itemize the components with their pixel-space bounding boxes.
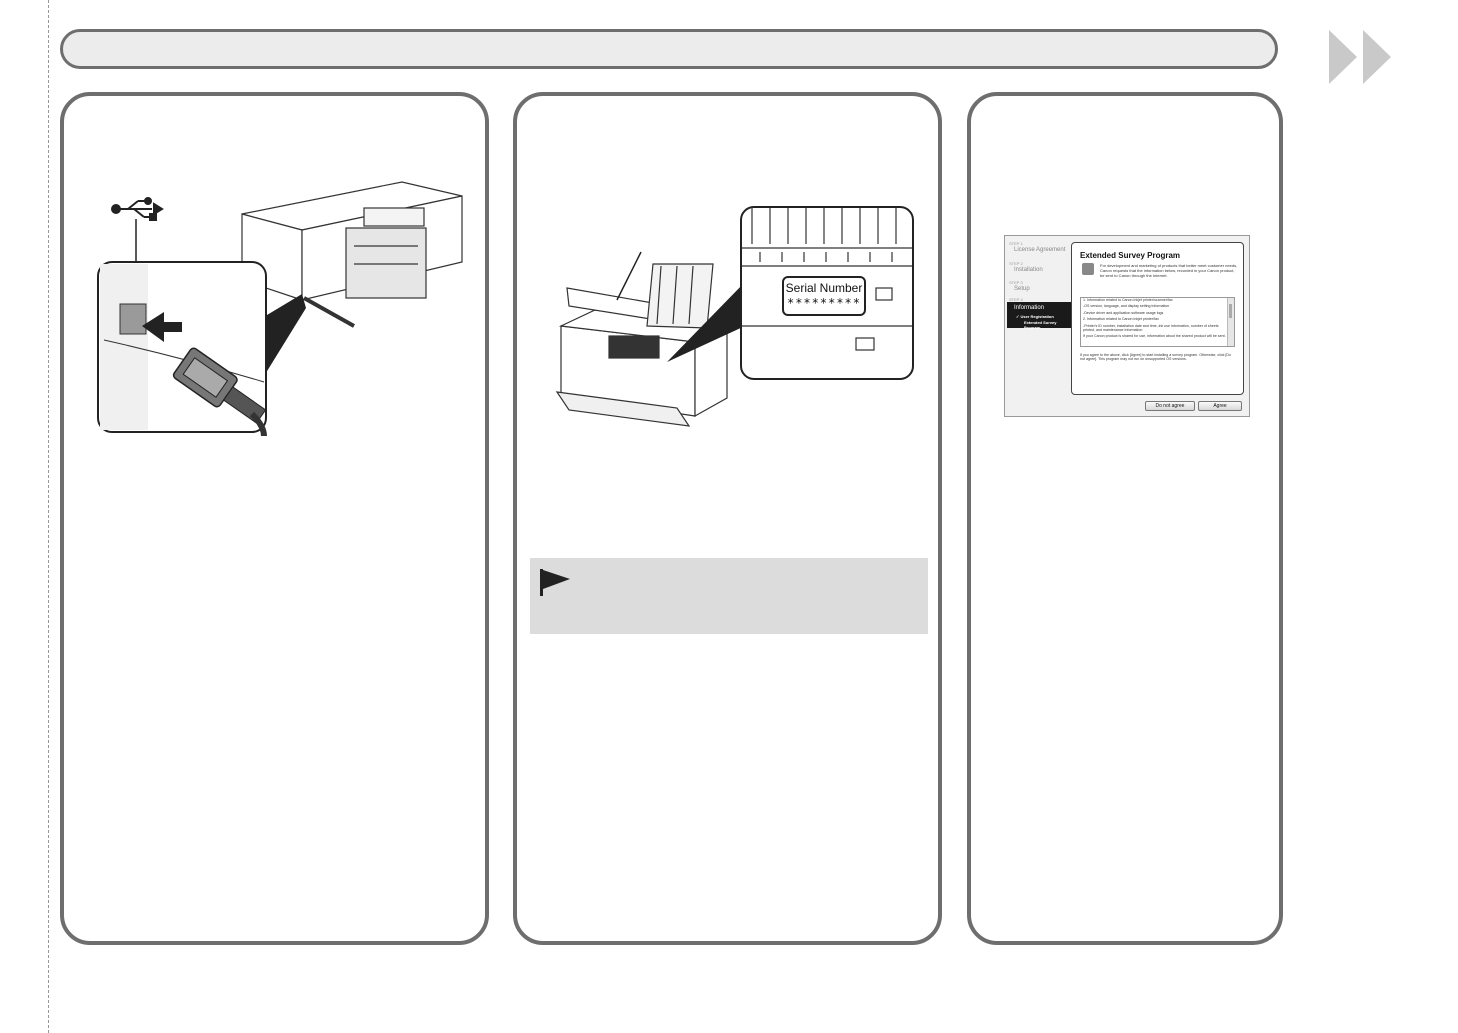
step-installation: Installation: [1014, 267, 1043, 273]
step-number: STEP 4: [1009, 297, 1023, 302]
step-information: Information: [1014, 305, 1045, 311]
detail-line: 2. Information related to Canon inkjet p…: [1083, 317, 1159, 322]
step-panel-usb: [60, 92, 489, 945]
sub-step-survey-program: Extended Survey Program: [1024, 320, 1057, 330]
do-not-agree-button[interactable]: Do not agree: [1145, 401, 1195, 411]
step-panel-serial: Serial Number *********: [513, 92, 942, 945]
flag-icon: [540, 569, 570, 596]
survey-details-textbox[interactable]: 1. Information related to Canon inkjet p…: [1080, 297, 1235, 347]
printer-interior-detail: [742, 208, 912, 351]
installer-window: STEP 1 License Agreement STEP 2 Installa…: [1004, 235, 1250, 417]
detail-line: -Printer's ID number, installation date …: [1083, 323, 1219, 333]
usb-connection-illustration: [97, 181, 463, 437]
installer-sidebar: STEP 1 License Agreement STEP 2 Installa…: [1005, 236, 1071, 416]
dialog-outro: If you agree to the above, click [Agree]…: [1080, 353, 1232, 362]
note-box: [530, 558, 928, 634]
open-printer-illustration: [555, 251, 745, 427]
header-bar: [60, 29, 1278, 69]
step-number: STEP 3: [1009, 280, 1023, 285]
textbox-scrollbar[interactable]: [1227, 298, 1234, 346]
usb-icon: [111, 197, 164, 221]
detail-line: -Device driver and application software …: [1083, 310, 1164, 315]
agree-button[interactable]: Agree: [1198, 401, 1242, 411]
serial-number-sticker: Serial Number *********: [782, 276, 866, 316]
dialog-title: Extended Survey Program: [1080, 251, 1181, 260]
cut-guide-line: [48, 0, 49, 1033]
dialog-intro: For development and marketing of product…: [1100, 263, 1238, 278]
step-number: STEP 2: [1009, 261, 1023, 266]
scrollbar-thumb[interactable]: [1229, 304, 1232, 318]
step-license: License Agreement: [1014, 247, 1066, 253]
step-number: STEP 1: [1009, 241, 1023, 246]
step-setup: Setup: [1014, 286, 1030, 292]
double-chevron-right-icon[interactable]: [1327, 28, 1401, 86]
serial-number-value: *********: [786, 296, 862, 310]
detail-line: If your Canon product is shared for use,…: [1083, 334, 1226, 339]
serial-number-title: Serial Number: [785, 281, 863, 295]
detail-line: -OS version, language, and display setti…: [1083, 304, 1170, 309]
computer-icon: [1082, 263, 1094, 275]
step-information-active: Information ✓ User Registration Extended…: [1007, 302, 1071, 330]
survey-dialog: Extended Survey Program For development …: [1071, 242, 1244, 395]
detail-line: 1. Information related to Canon inkjet p…: [1083, 298, 1173, 302]
serial-label-callout: Serial Number *********: [740, 206, 914, 380]
sub-step-user-registration: ✓ User Registration: [1016, 314, 1054, 319]
step-panel-survey: STEP 1 License Agreement STEP 2 Installa…: [967, 92, 1283, 945]
